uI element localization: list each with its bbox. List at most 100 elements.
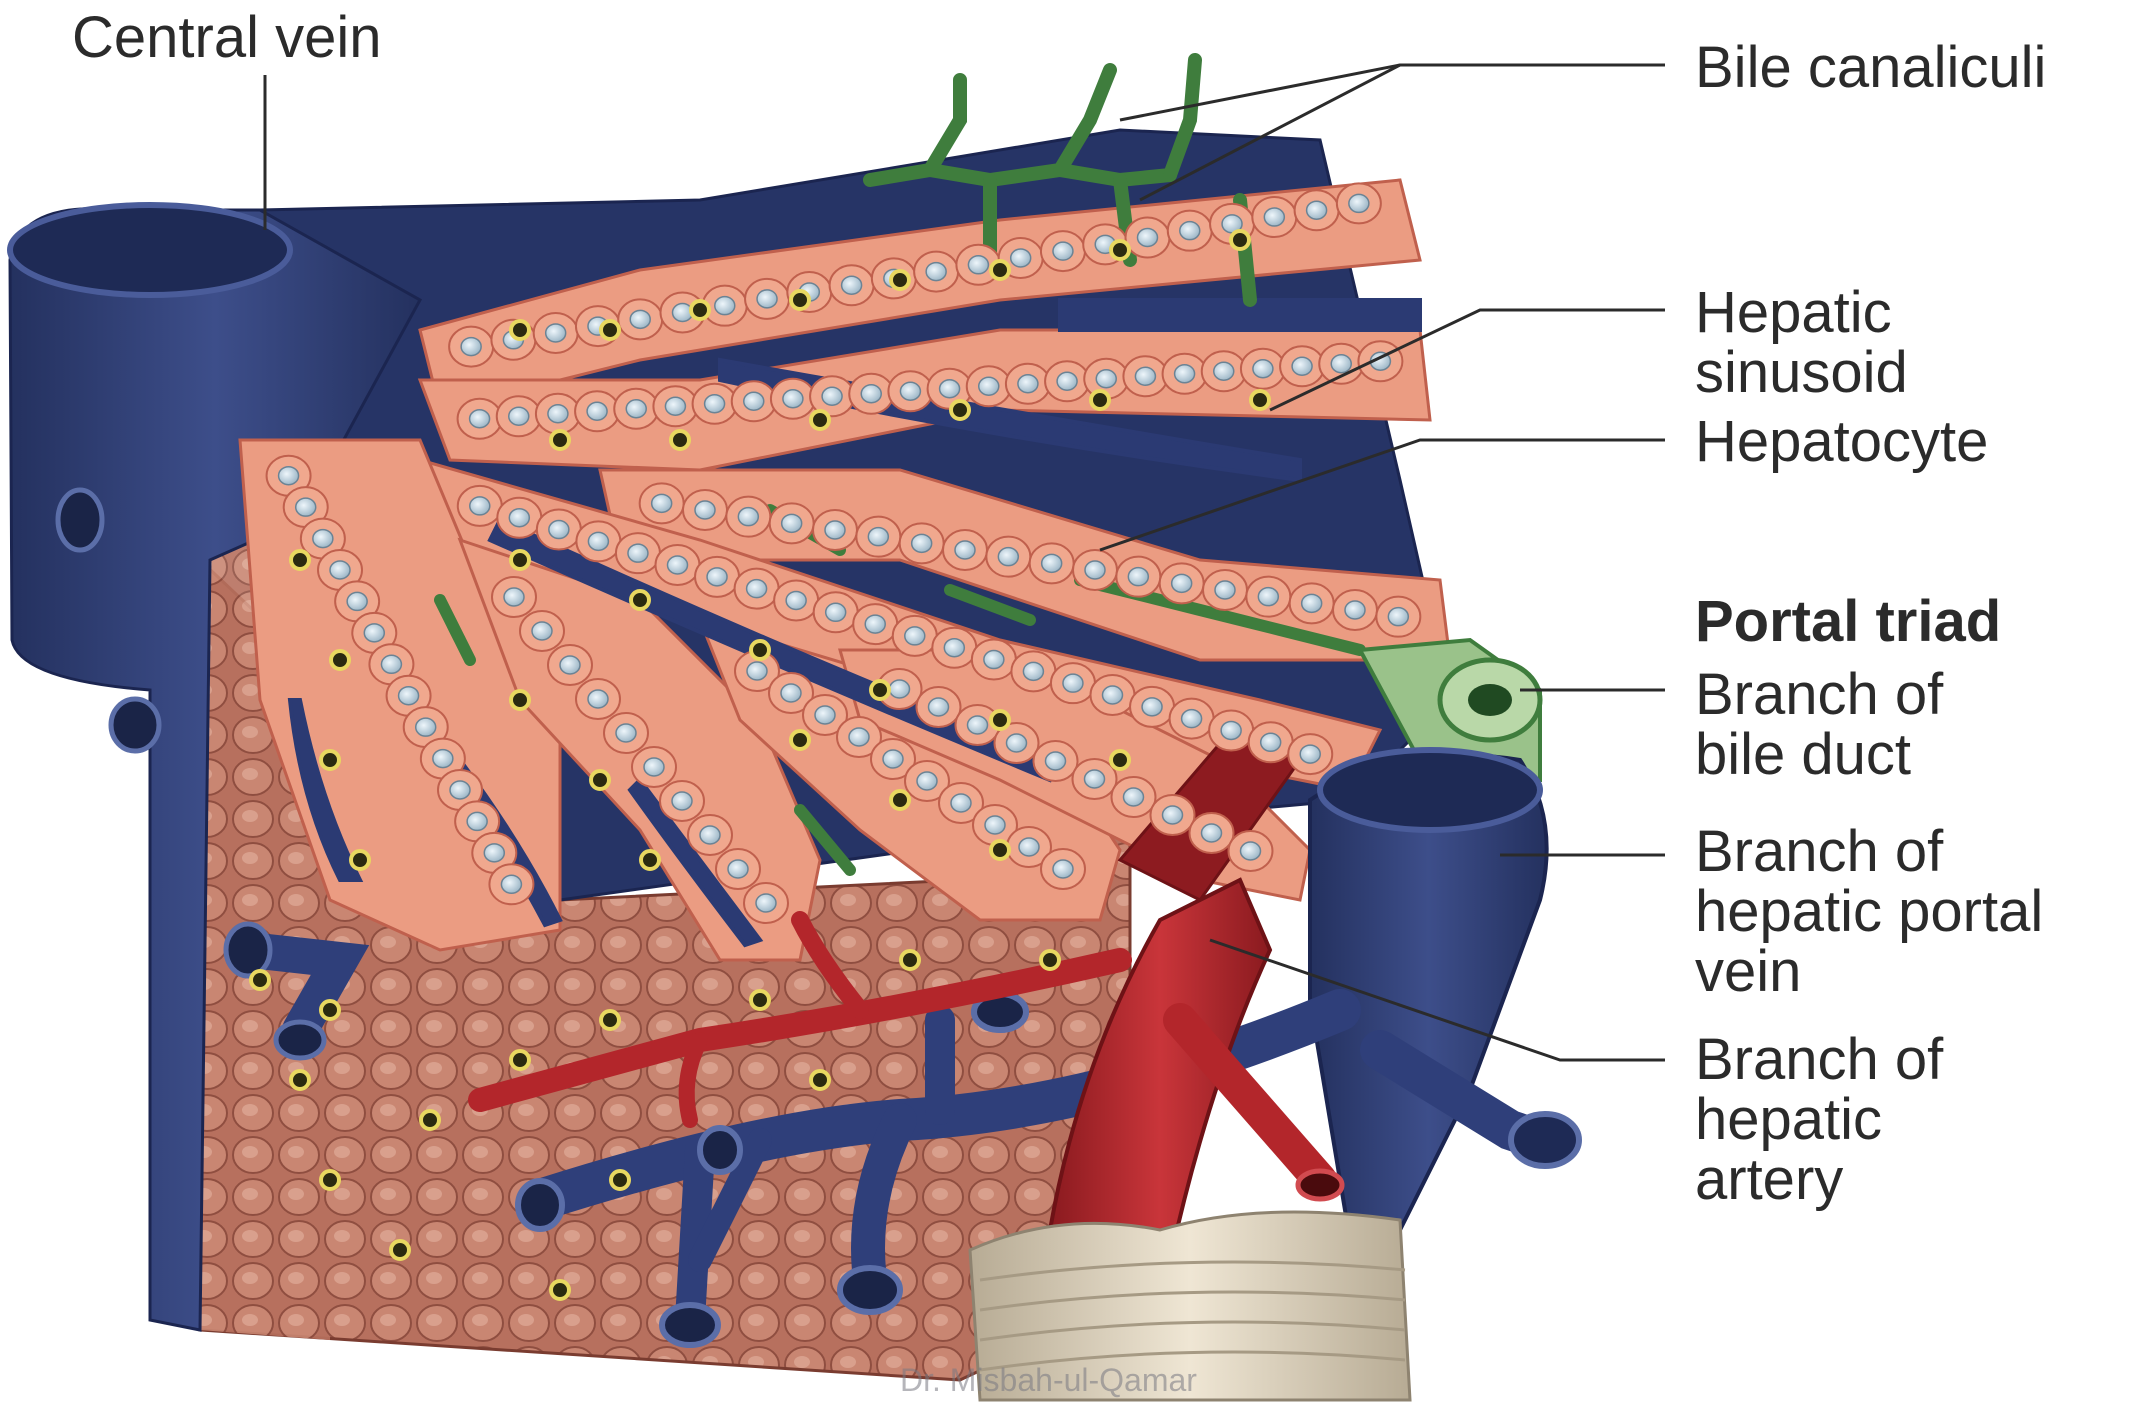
hepatocyte-nucleus [1345, 601, 1365, 619]
kupffer-cell-dot [811, 411, 829, 429]
central-vein-lumen [10, 205, 290, 295]
hepatocyte-nucleus [672, 792, 692, 810]
hepatocyte-nucleus [883, 750, 903, 768]
hepatocyte-nucleus [1331, 355, 1351, 373]
hepatocyte-nucleus [628, 544, 648, 562]
hepatocyte-nucleus [744, 392, 764, 410]
hepatocyte-nucleus [616, 724, 636, 742]
hepatocyte-nucleus [1182, 710, 1202, 728]
hepatocyte-nucleus [470, 410, 490, 428]
hepatocyte-nucleus [399, 687, 419, 705]
hepatocyte-nucleus [912, 534, 932, 552]
hepatocyte-nucleus [822, 387, 842, 405]
hepatocyte-nucleus [1128, 568, 1148, 586]
hepatocyte-nucleus [1261, 733, 1281, 751]
hepatocyte-nucleus [756, 894, 776, 912]
hepatocyte-nucleus [1302, 594, 1322, 612]
hepatocyte-nucleus [783, 390, 803, 408]
hepatocyte-nucleus [979, 377, 999, 395]
hepatocyte-nucleus [1163, 806, 1183, 824]
hepatocyte-nucleus [1253, 360, 1273, 378]
kupffer-cell-dot [351, 851, 369, 869]
label-hepatocyte: Hepatocyte [1695, 412, 1988, 472]
kupffer-cell-dot [551, 1281, 569, 1299]
kupffer-cell-dot [421, 1111, 439, 1129]
hepatocyte-nucleus [588, 532, 608, 550]
hepatocyte-nucleus [1057, 372, 1077, 390]
hepatocyte-nucleus [1138, 229, 1158, 247]
hepatocyte-nucleus [1258, 588, 1278, 606]
hepatocyte-nucleus [470, 497, 490, 515]
hepatocyte-nucleus [549, 521, 569, 539]
hepatocyte-nucleus [1292, 357, 1312, 375]
kupffer-cell-dot [511, 321, 529, 339]
hepatocyte-nucleus [1053, 242, 1073, 260]
kupffer-cell-dot [1111, 751, 1129, 769]
hepatocyte-nucleus [296, 498, 316, 516]
kupffer-cell-dot [951, 401, 969, 419]
label-hepatic-artery: Branch of hepatic artery [1695, 1030, 1943, 1210]
kupffer-cell-dot [991, 261, 1009, 279]
hepatocyte-nucleus [700, 826, 720, 844]
hepatocyte-nucleus [757, 290, 777, 308]
hepatocyte-nucleus [1096, 370, 1116, 388]
hepatocyte-nucleus [1264, 208, 1284, 226]
kupffer-cell-dot [1111, 241, 1129, 259]
kupffer-cell-dot [1231, 231, 1249, 249]
label-portal-triad: Portal triad [1695, 592, 2001, 652]
hepatocyte-nucleus [781, 684, 801, 702]
hepatocyte-nucleus [588, 690, 608, 708]
kupffer-cell-dot [1251, 391, 1269, 409]
hepatocyte-nucleus [587, 402, 607, 420]
hepatocyte-nucleus [968, 256, 988, 274]
kupffer-cell-dot [691, 301, 709, 319]
kupffer-cell-dot [871, 681, 889, 699]
hepatocyte-nucleus [1007, 734, 1027, 752]
label-hepatic-artery-line2: hepatic [1695, 1090, 1943, 1150]
hepatocyte-nucleus [1300, 745, 1320, 763]
hepatocyte-nucleus [985, 816, 1005, 834]
hepatocyte-nucleus [1307, 201, 1327, 219]
hepatocyte-nucleus [842, 276, 862, 294]
hepatocyte-nucleus [940, 380, 960, 398]
hepatocyte-nucleus [548, 405, 568, 423]
hepatocyte-nucleus [861, 385, 881, 403]
hepatocyte-nucleus [715, 297, 735, 315]
hepatocyte-nucleus [917, 772, 937, 790]
hepatocyte-nucleus [630, 310, 650, 328]
hepatocyte-nucleus [968, 716, 988, 734]
hepatocyte-nucleus [1388, 608, 1408, 626]
hepatocyte-nucleus [279, 467, 299, 485]
hepatocyte-nucleus [668, 556, 688, 574]
hepatocyte-nucleus [951, 794, 971, 812]
hepatocyte-nucleus [1349, 194, 1369, 212]
hepatocyte-nucleus [665, 397, 685, 415]
label-hepatic-sinusoid-line2: sinusoid [1695, 343, 1908, 403]
hepatocyte-nucleus [1042, 554, 1062, 572]
hepatocyte-nucleus [944, 639, 964, 657]
label-hepatic-artery-line1: Branch of [1695, 1030, 1943, 1090]
hepatocyte-nucleus [984, 651, 1004, 669]
hepatocyte-nucleus [509, 509, 529, 527]
hepatocyte-nucleus [815, 706, 835, 724]
kupffer-cell-dot [251, 971, 269, 989]
label-portal-vein-line3: vein [1695, 942, 2043, 1002]
hepatocyte-nucleus [825, 521, 845, 539]
kupffer-cell-dot [751, 641, 769, 659]
hepatocyte-nucleus [747, 580, 767, 598]
hepatocyte-nucleus [381, 655, 401, 673]
label-bile-duct-line2: bile duct [1695, 725, 1943, 785]
hepatocyte-nucleus [1018, 375, 1038, 393]
label-hepatic-artery-line3: artery [1695, 1150, 1943, 1210]
hepatocyte-nucleus [728, 860, 748, 878]
hepatocyte-nucleus [1019, 838, 1039, 856]
hepatocyte-nucleus [738, 508, 758, 526]
hepatocyte-nucleus [347, 592, 367, 610]
kupffer-cell-dot [791, 731, 809, 749]
kupffer-cell-dot [811, 1071, 829, 1089]
hepatocyte-nucleus [747, 662, 767, 680]
kupffer-cell-dot [321, 751, 339, 769]
label-portal-vein-line1: Branch of [1695, 822, 2043, 882]
hepatocyte-nucleus [1053, 860, 1073, 878]
hepatocyte-nucleus [1215, 581, 1235, 599]
